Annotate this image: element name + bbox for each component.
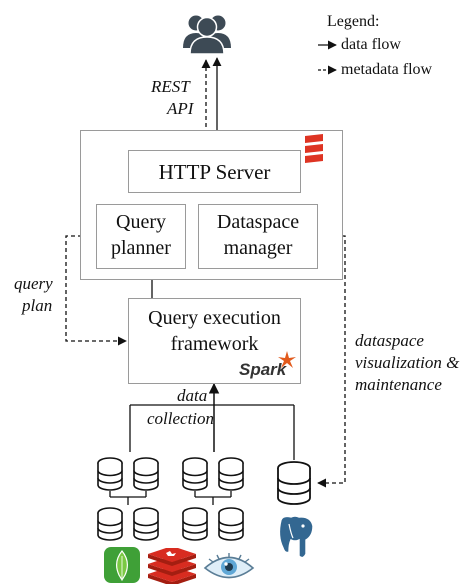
database-icon [182, 507, 208, 541]
eye-logo-icon [203, 553, 255, 579]
query-planner-label-line1: Query [116, 211, 166, 233]
query-planner-box: Query planner [96, 204, 186, 269]
dataspace-label-line2: visualization & [355, 353, 460, 372]
database-cluster-middle-icon [182, 457, 244, 541]
query-plan-label-line2: plan [22, 296, 53, 315]
legend-metadata-flow: metadata flow [341, 61, 433, 78]
query-execution-label-line1: Query execution [148, 307, 281, 329]
rest-api-label-line2: API [167, 99, 194, 118]
query-execution-framework-box: Query execution framework [128, 298, 301, 384]
dataspace-manager-box: Dataspace manager [198, 204, 318, 269]
mongodb-logo-icon [104, 547, 140, 583]
user-group-icon [183, 15, 231, 54]
query-planner-label-line2: planner [111, 237, 171, 259]
database-icon [97, 457, 123, 491]
postgresql-logo-icon [278, 515, 314, 559]
http-server-label: HTTP Server [158, 160, 271, 184]
rest-api-label-line1: REST [151, 77, 190, 96]
dataspace-manager-label-line2: manager [223, 237, 293, 259]
database-icon [218, 457, 244, 491]
query-execution-label-line2: framework [170, 333, 259, 355]
redis-logo-icon [148, 548, 196, 584]
database-icon [218, 507, 244, 541]
http-server-box: HTTP Server [128, 150, 301, 193]
spark-logo-text: Spark [239, 360, 287, 379]
data-collection-label-line2: collection [147, 409, 215, 428]
legend-title: Legend: [327, 13, 380, 30]
dataspace-manager-label-line1: Dataspace [216, 211, 300, 233]
scala-logo-icon [305, 134, 323, 163]
data-collection-label-line1: data [177, 386, 208, 405]
database-single-icon [277, 461, 311, 505]
database-icon [133, 457, 159, 491]
database-icon [182, 457, 208, 491]
dataspace-label-line1: dataspace [355, 331, 424, 350]
query-plan-label-line1: query [14, 274, 53, 293]
dataspace-label-line3: maintenance [355, 375, 442, 394]
database-icon [97, 507, 123, 541]
database-icon [133, 507, 159, 541]
spark-star-icon [278, 351, 296, 368]
spark-logo-icon: Spark [239, 350, 299, 380]
legend-data-flow: data flow [341, 36, 401, 53]
database-cluster-left-icon [97, 457, 159, 541]
